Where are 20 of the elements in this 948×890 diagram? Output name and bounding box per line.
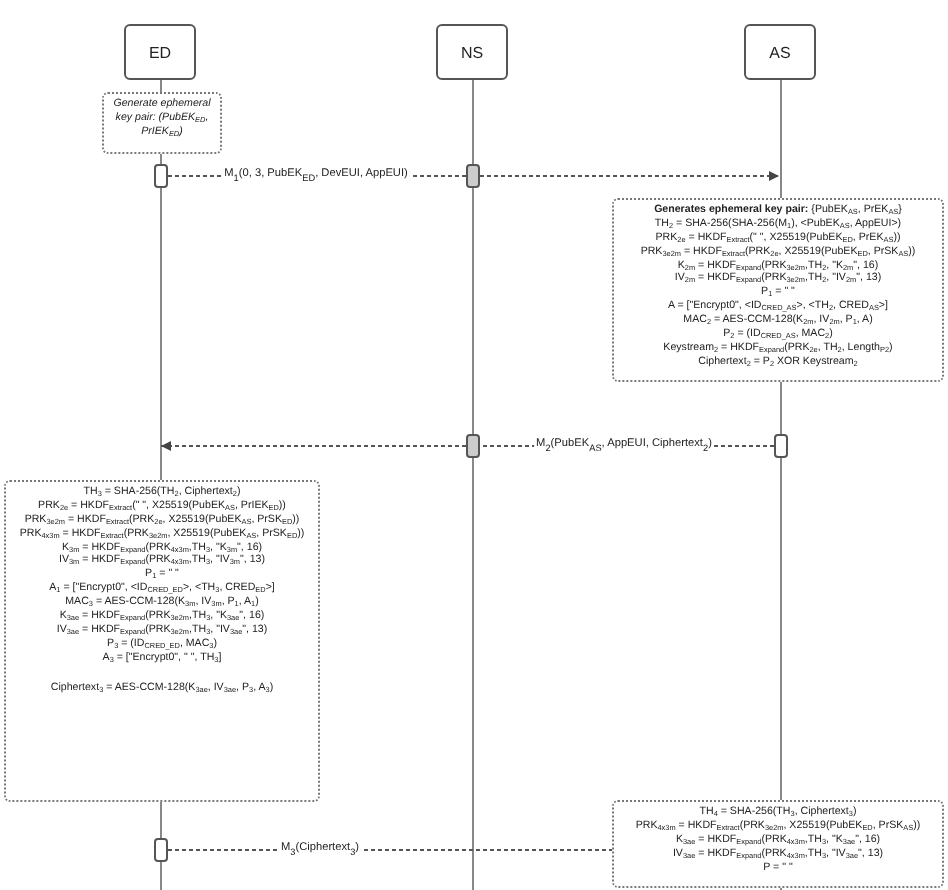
participant-name: AS: [769, 43, 791, 61]
activation-bar: [154, 838, 168, 862]
lifeline: [471, 80, 473, 890]
message-arrow: [160, 441, 467, 451]
activation-bar: [774, 434, 788, 458]
activation-bar: [466, 434, 480, 458]
participant-box: [124, 24, 196, 80]
lifeline: [159, 80, 161, 890]
participant-name: ED: [148, 43, 172, 61]
note-box: [612, 198, 944, 382]
note-box: [612, 800, 944, 888]
participant-box: [744, 24, 816, 80]
activation-bar: [154, 164, 168, 188]
message-arrow: [479, 171, 780, 181]
note-box: [4, 480, 320, 802]
participant-box: [436, 24, 508, 80]
note-box: [102, 92, 222, 154]
lifeline: [779, 80, 781, 890]
activation-bar: [466, 164, 480, 188]
participant-name: NS: [460, 43, 484, 61]
